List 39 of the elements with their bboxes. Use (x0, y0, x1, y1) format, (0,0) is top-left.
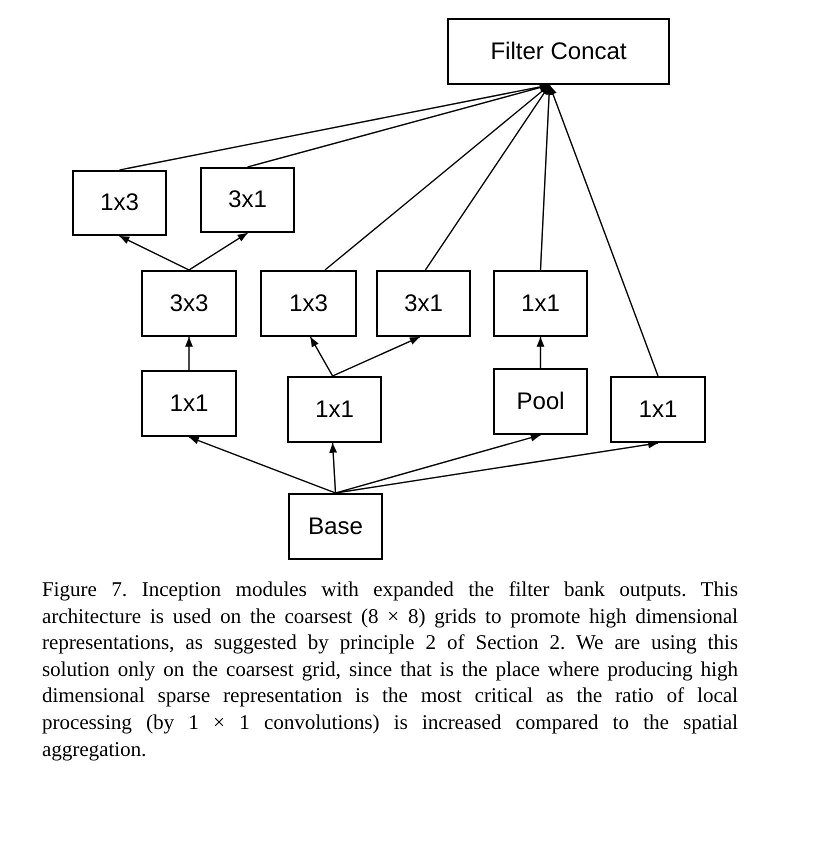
layer-box (288, 493, 383, 560)
layer-label: 3x3 (170, 290, 208, 318)
layer-label: Filter Concat (490, 38, 627, 66)
layer-box (200, 167, 295, 233)
layer-label: 1x1 (521, 290, 560, 318)
arrow (185, 337, 193, 370)
layer-box (141, 270, 237, 337)
arrow (188, 436, 336, 494)
layer-label: Pool (516, 388, 565, 416)
layer-label: 3x1 (404, 290, 443, 318)
arrow (548, 84, 659, 376)
layer-box (493, 270, 588, 337)
arrow (188, 232, 248, 271)
layer-box (447, 18, 670, 85)
arrow (310, 336, 334, 376)
layer-label: Base (308, 512, 363, 540)
arrow (324, 84, 550, 271)
layer-box (141, 370, 237, 437)
layer-box (376, 270, 471, 337)
arrow (536, 337, 544, 368)
layer-box (493, 368, 588, 435)
layer-label: 1x1 (315, 396, 354, 424)
layer-label: 1x1 (638, 396, 678, 424)
layer-box (72, 170, 167, 236)
arrow (540, 84, 554, 270)
layer-label: 3x1 (228, 186, 267, 214)
arrow (119, 235, 190, 271)
arrow (335, 434, 541, 494)
layer-label: 1x3 (289, 290, 328, 318)
figure-caption: Figure 7. Inception modules with expanded the filter bank outputs. This architecture is used on the coarsest (8 × 8) grids to promote high dimensional representations, as suggested by principle 2 of Section 2. We are using this solution only on the coarsest grid, since that is the place where producing high dimensional sparse representation is the most critical as the ratio of local processing (by 1 × 1 convolutions) is increased compared to the spatial aggregation. (42, 576, 738, 762)
layer-box (260, 270, 357, 337)
layer-box (610, 376, 706, 443)
arrow (329, 442, 338, 494)
arrow (424, 84, 550, 270)
layer-box (287, 376, 382, 443)
layer-label: 1x1 (170, 390, 208, 418)
arrow (335, 440, 658, 494)
layer-label: 1x3 (100, 189, 139, 217)
arrow (332, 336, 420, 377)
